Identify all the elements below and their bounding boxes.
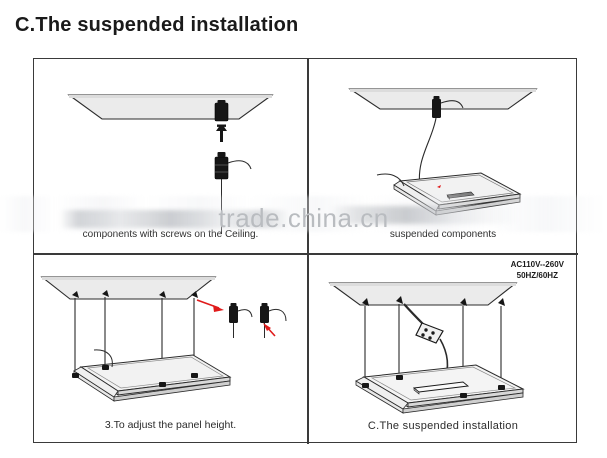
mains-cable-upper (403, 303, 425, 326)
ceiling-plate-edge (69, 95, 272, 98)
installation-figure-grid: components with screws on the Ceiling. (33, 58, 578, 444)
voltage-rating-label: AC110V--260V 50HZ/60HZ (511, 260, 564, 282)
led-panel-shape (73, 354, 232, 402)
panel-1-caption: components with screws on the Ceiling. (82, 229, 259, 240)
ceiling-connector-wire (440, 100, 464, 109)
panel-3-step-adjust-height: 3.To adjust the panel height. (34, 255, 307, 444)
ceiling-plate-shape (67, 94, 274, 120)
panel-1-step-install-bracket: components with screws on the Ceiling. (34, 59, 307, 253)
red-indicator-marker (437, 185, 441, 188)
ceiling-plate-shape (40, 276, 217, 300)
panel-2-step-suspended-components: suspended components (308, 59, 578, 253)
panel-1-illustration (67, 94, 274, 234)
voltage-line-2: 50HZ/60HZ (516, 270, 558, 280)
screw-shape (216, 124, 227, 142)
panel-4-caption: C.The suspended installation (367, 420, 519, 432)
ceiling-bracket-shape (214, 102, 229, 122)
ceiling-anchors-group (72, 290, 198, 298)
panel-2-caption: suspended components (389, 229, 497, 240)
red-arrow-callout (196, 299, 224, 312)
ceiling-anchors-group (362, 296, 505, 306)
suspension-wire (418, 117, 437, 188)
driver-bar-shape (412, 381, 470, 395)
ceiling-plate-edge (42, 277, 215, 280)
panel-leader-curve (93, 349, 113, 368)
adjuster-detail-right (260, 303, 287, 338)
grid-vertical-divider (307, 59, 309, 444)
panel-fixings-group (362, 375, 505, 398)
suspension-connector-shape (214, 152, 229, 180)
panel-3-caption: 3.To adjust the panel height. (104, 419, 237, 431)
panel-fixings-group (72, 365, 198, 387)
voltage-line-1: AC110V--260V (510, 260, 564, 269)
panel-4-completed-installation: AC110V--260V 50HZ/60HZ C.The suspended i… (308, 255, 578, 444)
connector-wire-curve (227, 160, 252, 170)
panel-3-illustration (40, 276, 287, 402)
ceiling-bracket-top (217, 100, 226, 104)
ceiling-plate-shape (328, 282, 518, 306)
ceiling-plate-edge (330, 283, 516, 286)
grid-horizontal-divider (34, 253, 578, 255)
ceiling-plate-edge (350, 89, 536, 92)
panel-loose-wire (376, 173, 405, 187)
page-title: C.The suspended installation (15, 14, 299, 36)
ceiling-connector-shape (432, 96, 441, 118)
terminal-block-shape (415, 322, 444, 344)
adjuster-detail-left (229, 303, 253, 338)
panel-4-illustration (328, 282, 525, 414)
panel-2-illustration (348, 88, 538, 216)
